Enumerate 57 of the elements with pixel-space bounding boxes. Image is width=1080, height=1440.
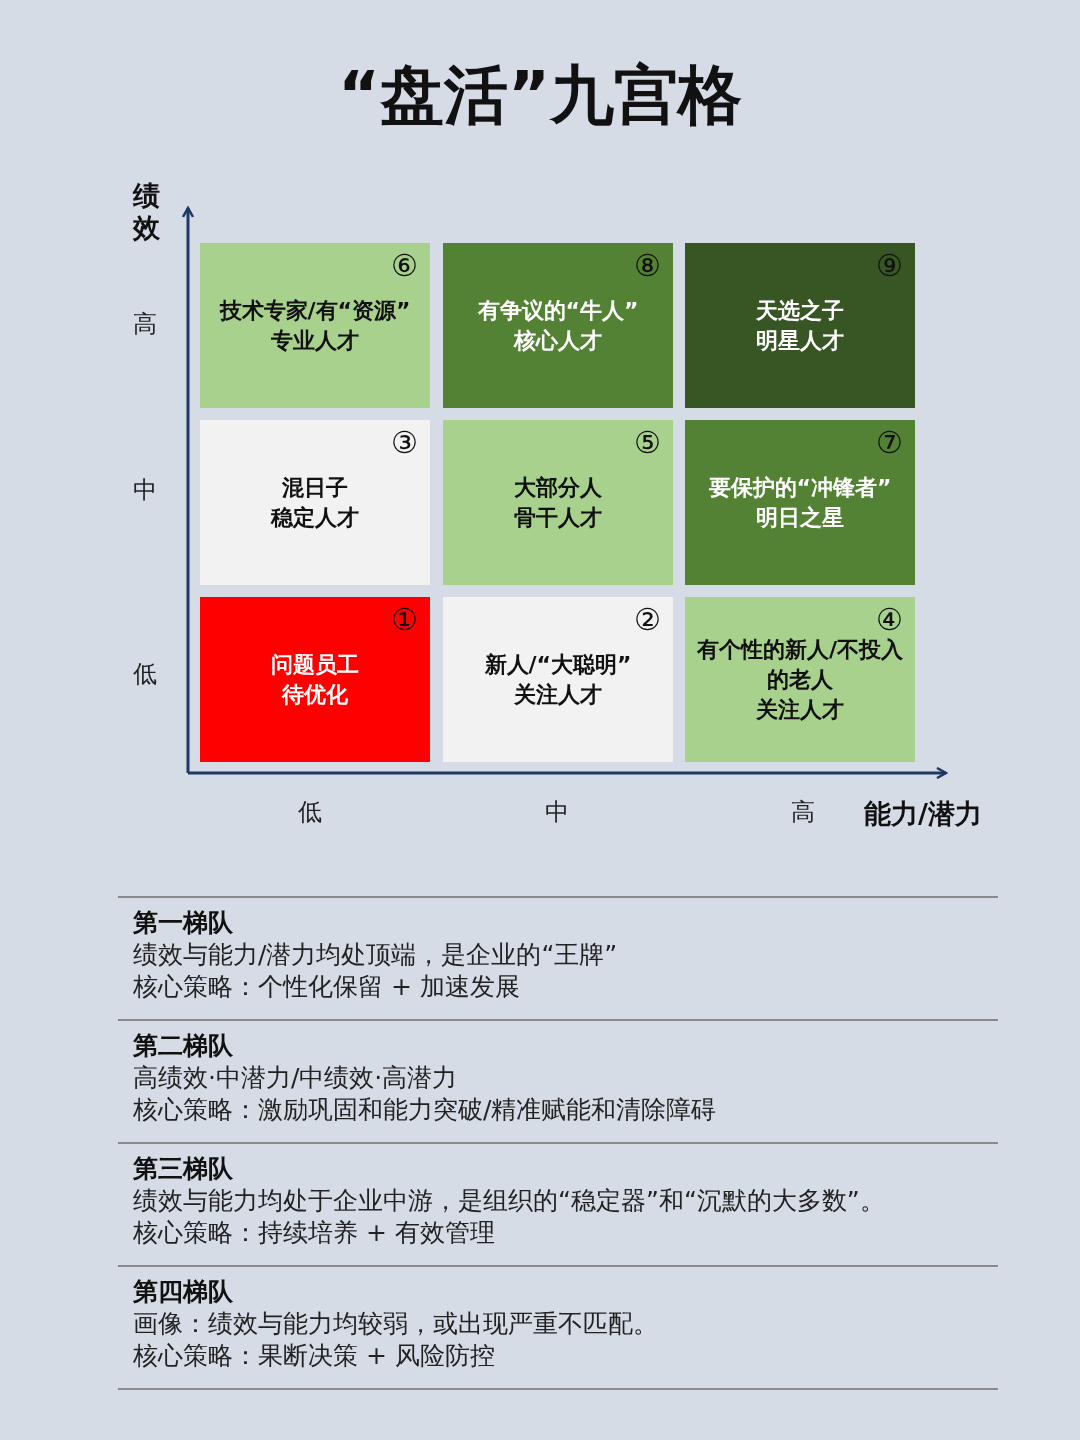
cell-subtitle: 稳定人才 — [271, 503, 359, 532]
tier-text: 核心策略：个性化保留 + 加速发展 — [133, 971, 520, 1003]
grid-cell — [443, 597, 673, 762]
tier-text: 绩效与能力/潜力均处顶端，是企业的“王牌” — [133, 939, 618, 971]
tier-text: 高绩效·中潜力/中绩效·高潜力 — [133, 1062, 458, 1094]
tier-text: 核心策略：持续培养 + 有效管理 — [133, 1217, 495, 1249]
cell-subtitle: 关注人才 — [756, 695, 844, 724]
tier-heading: 第四梯队 — [133, 1276, 233, 1308]
cell-heading: 天选之子 — [756, 296, 844, 325]
cell-subtitle: 明星人才 — [756, 326, 844, 355]
cell-number: ⑥ — [391, 249, 418, 283]
grid-cell — [443, 420, 673, 585]
axis-label: 高 — [791, 797, 815, 828]
cell-subtitle: 关注人才 — [514, 680, 602, 709]
axis-label: 绩效 — [133, 180, 161, 244]
cell-heading: 大部分人 — [514, 473, 602, 502]
tier-heading: 第三梯队 — [133, 1153, 233, 1185]
grid-cell — [200, 597, 430, 762]
axis-label: 高 — [133, 309, 157, 340]
cell-heading: 要保护的“冲锋者” — [708, 473, 892, 502]
grid-cell — [200, 420, 430, 585]
cell-number: ⑤ — [634, 426, 661, 460]
tier-heading: 第二梯队 — [133, 1030, 233, 1062]
cell-subtitle: 明日之星 — [756, 503, 844, 532]
axis-label: 能力/潜力 — [864, 797, 982, 831]
tier-text: 核心策略：果断决策 + 风险防控 — [133, 1340, 495, 1372]
axis-label: 中 — [545, 797, 569, 828]
grid-cell — [685, 597, 915, 762]
cell-heading: 有争议的“牛人” — [477, 296, 639, 325]
grid-cell — [200, 243, 430, 408]
axis-label: 低 — [133, 659, 157, 690]
cell-number: ① — [391, 603, 418, 637]
cell-heading: 有个性的新人/不投入的老人 — [695, 635, 904, 694]
axis-label: 中 — [133, 475, 157, 506]
tier-text: 画像：绩效与能力均较弱，或出现严重不匹配。 — [133, 1308, 658, 1340]
cell-number: ⑧ — [634, 249, 661, 283]
grid-cell — [685, 243, 915, 408]
cell-subtitle: 骨干人才 — [514, 503, 602, 532]
tier-heading: 第一梯队 — [133, 907, 233, 939]
cell-heading: 技术专家/有“资源” — [219, 296, 411, 325]
cell-subtitle: 核心人才 — [514, 326, 602, 355]
cell-number: ⑨ — [876, 249, 903, 283]
tier-text: 核心策略：激励巩固和能力突破/精准赋能和清除障碍 — [133, 1094, 717, 1126]
grid-cell — [443, 243, 673, 408]
cell-number: ⑦ — [876, 426, 903, 460]
cell-number: ③ — [391, 426, 418, 460]
title: “盘活”九宫格 — [336, 57, 744, 134]
cell-subtitle: 待优化 — [282, 680, 348, 709]
cell-subtitle: 专业人才 — [271, 326, 359, 355]
cell-heading: 新人/“大聪明” — [484, 650, 632, 679]
tier-text: 绩效与能力均处于企业中游，是组织的“稳定器”和“沉默的大多数”。 — [133, 1185, 885, 1217]
axis-label: 低 — [298, 797, 322, 828]
grid-cell — [685, 420, 915, 585]
cell-heading: 混日子 — [282, 473, 348, 502]
cell-number: ④ — [876, 603, 903, 637]
cell-number: ② — [634, 603, 661, 637]
cell-heading: 问题员工 — [271, 650, 359, 679]
